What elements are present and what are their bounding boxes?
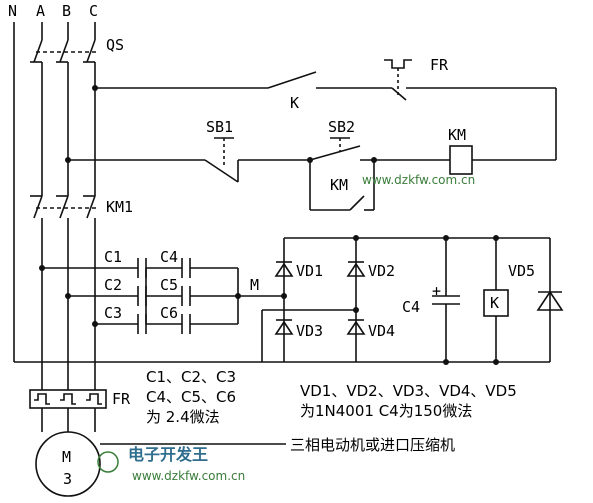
labels: N A B C QS FR K SB1 SB2 KM KM KM1 M C1 C… — [8, 2, 535, 488]
label-km-hold: KM — [330, 176, 348, 194]
control-bottom-branch — [68, 137, 556, 211]
label-c4-bridge: C4 — [402, 298, 420, 316]
watermark: www.dzkfw.com.cn 电子开发王 www.dzkfw.com.cn — [97, 173, 475, 483]
label-c4-plus: + — [432, 282, 441, 300]
note-caps-3: 为 2.4微法 — [146, 408, 220, 426]
note-motor-desc: 三相电动机或进口压缩机 — [290, 436, 455, 454]
label-motor-m: M — [62, 448, 71, 466]
label-vd2: VD2 — [368, 262, 395, 280]
label-k-relay: K — [490, 294, 499, 312]
label-motor-3: 3 — [63, 470, 72, 488]
watermark-logo-icon — [97, 451, 119, 473]
bridge-rectifier — [14, 237, 564, 363]
supply-lines — [13, 22, 96, 390]
label-vd5: VD5 — [508, 262, 535, 280]
watermark-url-2: www.dzkfw.com.cn — [132, 469, 245, 483]
label-vd1: VD1 — [296, 262, 323, 280]
label-m-node: M — [250, 276, 259, 294]
label-c: C — [89, 2, 98, 20]
label-vd4: VD4 — [368, 322, 395, 340]
label-vd3: VD3 — [296, 322, 323, 340]
label-k-contact: K — [290, 94, 299, 112]
watermark-url-1: www.dzkfw.com.cn — [362, 173, 475, 187]
label-fr-bottom: FR — [112, 390, 131, 408]
label-km-coil: KM — [448, 126, 466, 144]
control-top-branch — [95, 59, 557, 160]
fr-thermal-relay — [29, 389, 107, 432]
label-fr-top: FR — [430, 56, 449, 74]
junction-dots — [39, 85, 499, 365]
label-c4: C4 — [160, 248, 178, 266]
label-c6: C6 — [160, 304, 178, 322]
label-a: A — [36, 2, 45, 20]
watermark-brand: 电子开发王 — [128, 445, 208, 464]
motor — [35, 431, 286, 497]
capacitor-network — [42, 258, 284, 334]
label-b: B — [62, 2, 71, 20]
label-qs: QS — [106, 36, 124, 54]
note-caps-1: C1、C2、C3 — [146, 368, 236, 386]
qs-switch — [30, 39, 96, 63]
notes: C1、C2、C3 C4、C5、C6 为 2.4微法 VD1、VD2、VD3、VD… — [146, 368, 517, 454]
note-diodes-2: 为1N4001 C4为150微法 — [300, 402, 472, 420]
label-sb1: SB1 — [206, 118, 233, 136]
label-c2: C2 — [104, 276, 122, 294]
note-caps-2: C4、C5、C6 — [146, 388, 236, 406]
label-sb2: SB2 — [328, 118, 355, 136]
km1-contacts — [30, 195, 96, 219]
label-c1: C1 — [104, 248, 122, 266]
label-c5: C5 — [160, 276, 178, 294]
label-km1: KM1 — [106, 198, 133, 216]
label-c3: C3 — [104, 304, 122, 322]
label-n: N — [8, 2, 17, 20]
note-diodes-1: VD1、VD2、VD3、VD4、VD5 — [300, 382, 517, 400]
